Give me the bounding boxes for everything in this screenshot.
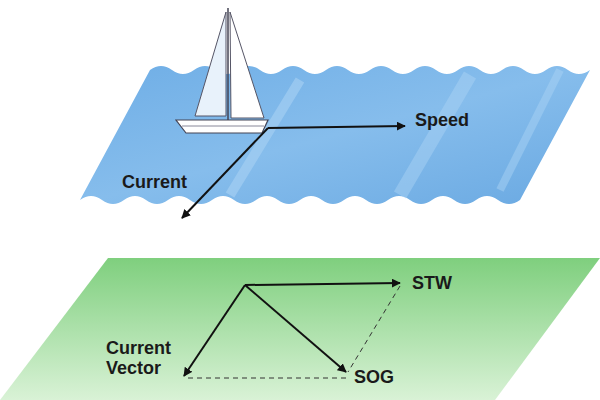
vector-label: Speed	[415, 110, 505, 130]
vector-label: STW	[412, 273, 482, 293]
stw-arrow	[245, 283, 400, 285]
speed-arrow	[268, 126, 405, 128]
water-streak	[400, 75, 470, 195]
current-vector-arrow	[184, 285, 245, 376]
water-streak	[500, 70, 560, 190]
vector-label: Current Vector	[106, 338, 186, 378]
dashed-guide	[348, 286, 400, 372]
vector-plane	[0, 258, 600, 400]
sailboat	[176, 8, 268, 133]
sog-arrow	[245, 285, 346, 372]
vector-label: Current	[122, 172, 212, 192]
water-surface	[80, 66, 590, 204]
vector-label: SOG	[354, 367, 424, 387]
dashed-guide	[188, 378, 346, 379]
current-arrow	[182, 128, 268, 218]
